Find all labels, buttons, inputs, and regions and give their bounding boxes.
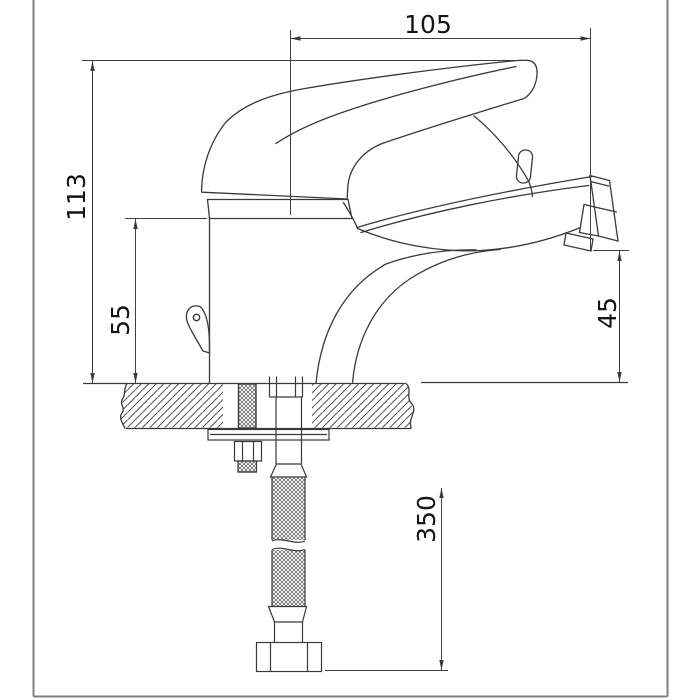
arrow-up-icon bbox=[133, 219, 138, 229]
faucet bbox=[185, 59, 619, 385]
arrow-down-icon bbox=[617, 372, 622, 382]
dim-label-55: 55 bbox=[106, 304, 135, 336]
arrow-left-icon bbox=[290, 36, 301, 41]
body-back-curve-outer bbox=[315, 249, 477, 384]
temperature-indicator bbox=[515, 149, 534, 184]
spout-top-inner-edge bbox=[360, 184, 590, 234]
faucet-handle bbox=[200, 59, 538, 200]
hose-crimp-top bbox=[269, 463, 308, 478]
aerator-cap bbox=[589, 174, 619, 242]
deck-break-right bbox=[405, 382, 415, 429]
hose-tube-end bbox=[273, 622, 304, 643]
dim-label-105: 105 bbox=[404, 10, 452, 39]
dim-spout-reach: 105 bbox=[290, 10, 591, 250]
mounting-stud bbox=[237, 383, 258, 473]
lever-pin-hole bbox=[192, 313, 201, 322]
hose-braid-upper bbox=[271, 477, 306, 540]
hose-shank bbox=[268, 376, 304, 464]
dim-label-45: 45 bbox=[593, 297, 622, 329]
spout-root-edge bbox=[342, 201, 359, 230]
dim-label-113: 113 bbox=[62, 173, 91, 221]
handle-silhouette bbox=[200, 59, 538, 200]
faucet-spout bbox=[342, 175, 593, 252]
hose-break bbox=[271, 539, 306, 552]
dim-outlet-height: 45 bbox=[593, 250, 629, 382]
dim-body-height: 55 bbox=[106, 218, 207, 383]
aerator-divider bbox=[583, 203, 618, 213]
deck-break-left bbox=[119, 383, 128, 429]
arrow-up-icon bbox=[90, 61, 95, 71]
hose-crimp-bottom bbox=[267, 605, 308, 623]
handle-top-inner-line bbox=[275, 65, 517, 145]
aerator-outlet bbox=[563, 232, 594, 252]
hose-nut bbox=[255, 641, 323, 673]
deck-cross-section bbox=[83, 381, 628, 430]
arrow-up-icon bbox=[617, 251, 622, 261]
washer-plate bbox=[207, 428, 330, 441]
handle-skirt-edge bbox=[473, 115, 534, 198]
supply-hose bbox=[255, 376, 323, 673]
faucet-body bbox=[206, 198, 501, 385]
sheet-frame bbox=[32, 0, 669, 698]
spout-underside-edge bbox=[356, 226, 582, 252]
arrow-down-icon bbox=[133, 373, 138, 383]
hose-braid-lower bbox=[271, 550, 306, 607]
arrow-up-icon bbox=[439, 488, 444, 498]
dim-hose-length: 350 bbox=[325, 488, 448, 671]
aerator bbox=[563, 174, 619, 252]
aerator-ring bbox=[578, 203, 600, 237]
mounting-hardware bbox=[207, 383, 330, 473]
body-back-curve-inner bbox=[351, 248, 501, 384]
arrow-right-icon bbox=[580, 36, 591, 41]
mounting-nut bbox=[233, 440, 263, 462]
dim-label-350: 350 bbox=[412, 495, 441, 543]
dim-overall-height: 113 bbox=[62, 60, 520, 383]
spout-top-edge bbox=[356, 175, 593, 229]
arrow-down-icon bbox=[439, 660, 444, 670]
pop-up-lever bbox=[185, 305, 211, 354]
arrow-down-icon bbox=[90, 373, 95, 383]
